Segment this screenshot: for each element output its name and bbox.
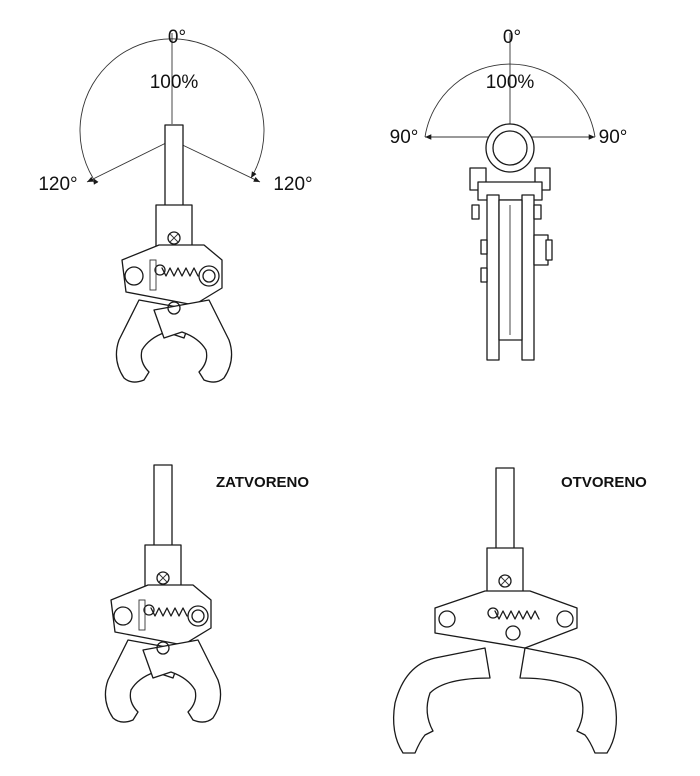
- clamp-open: [392, 467, 618, 754]
- side-angle-label-right: 90°: [599, 127, 628, 148]
- angle-label-right: 120°: [273, 174, 312, 195]
- closed-state-panel: ZATVORENO: [104, 464, 309, 723]
- angle-label-top: 0°: [168, 27, 186, 48]
- side-capacity-percent-label: 100%: [486, 72, 535, 93]
- right-limit-line: [171, 139, 261, 183]
- open-state-label: OTVORENO: [561, 474, 647, 491]
- left-limit-line: [86, 139, 173, 183]
- capacity-percent-label: 100%: [150, 72, 199, 93]
- clamp-front-view: [115, 124, 233, 383]
- front-view-rotation: 0° 100% 120° 120°: [38, 27, 313, 383]
- closed-state-label: ZATVORENO: [216, 474, 309, 491]
- side-view-rotation: 0° 100% 90° 90°: [390, 27, 628, 361]
- side-angle-label-top: 0°: [503, 27, 521, 48]
- open-state-panel: OTVORENO: [392, 467, 647, 754]
- angle-label-left: 120°: [38, 174, 77, 195]
- clamp-side-view: [469, 123, 553, 361]
- side-angle-label-left: 90°: [390, 127, 419, 148]
- clamp-closed: [104, 464, 222, 723]
